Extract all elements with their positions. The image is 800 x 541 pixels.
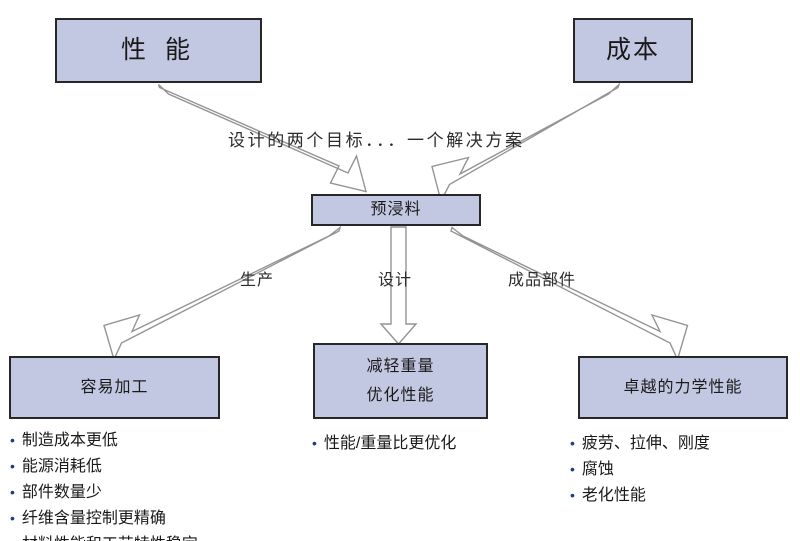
node-mechanical-label: 卓越的力学性能	[623, 378, 743, 396]
edge-label-finished-part: 成品部件	[508, 272, 577, 289]
arrow-prepreg-to-mechanical	[450, 226, 689, 362]
node-mechanical-performance[interactable]: 卓越的力学性能	[578, 356, 788, 419]
bullet-list-easy-process: • 制造成本更低 • 能源消耗低 • 部件数量少 • 纤维含量控制更精确 • 材…	[10, 428, 198, 541]
bullet-icon: •	[312, 435, 317, 451]
bullet-icon: •	[10, 432, 15, 448]
list-item-text: 老化性能	[581, 486, 646, 504]
node-weight-line-1: 减轻重量	[366, 357, 435, 375]
bullet-icon: •	[10, 457, 15, 474]
list-item-text: 能源消耗低	[21, 457, 102, 475]
list-item: • 能源消耗低	[10, 454, 198, 480]
list-item: • 腐蚀	[570, 457, 710, 483]
bullet-icon: •	[10, 537, 15, 541]
list-item-text: 纤维含量控制更精确	[21, 509, 166, 527]
node-weight-line-2: 优化性能	[366, 386, 435, 404]
list-item-text: 部件数量少	[21, 483, 102, 501]
list-item: • 部件数量少	[10, 480, 198, 506]
list-item: • 性能/重量比更优化	[312, 431, 456, 457]
list-item: • 制造成本更低	[10, 428, 198, 454]
bullet-icon: •	[10, 483, 15, 500]
list-item: • 纤维含量控制更精确	[10, 506, 198, 532]
caption-two-goals-one-solution: 设计的两个目标．．．一个解决方案	[228, 131, 525, 150]
node-performance[interactable]: 性 能	[55, 18, 262, 83]
node-prepreg[interactable]: 预浸料	[311, 194, 481, 226]
list-item-text: 材料性能和工艺特性稳定	[22, 532, 198, 541]
node-performance-label: 性 能	[121, 35, 196, 64]
list-item-text: 疲劳、拉伸、刚度	[581, 435, 710, 452]
edge-label-design: 设计	[378, 272, 413, 289]
list-item: • 疲劳、拉伸、刚度	[570, 431, 710, 457]
list-item-text: 腐蚀	[581, 460, 614, 478]
node-cost[interactable]: 成本	[573, 18, 693, 83]
bullet-icon: •	[570, 486, 575, 503]
node-easy-process-label: 容易加工	[80, 378, 149, 396]
node-prepreg-label: 预浸料	[370, 201, 422, 219]
bullet-icon: •	[10, 509, 15, 526]
bullet-icon: •	[570, 435, 575, 451]
list-item: • 材料性能和工艺特性稳定	[10, 532, 198, 541]
arrow-prepreg-to-easy-process	[103, 225, 342, 362]
bullet-icon: •	[570, 460, 575, 477]
bullet-list-weight-reduction: • 性能/重量比更优化	[312, 431, 456, 457]
list-item-text: 性能/重量比更优化	[323, 435, 457, 452]
list-item: • 老化性能	[570, 483, 710, 509]
bullet-list-mechanical-performance: • 疲劳、拉伸、刚度 • 腐蚀 • 老化性能	[570, 431, 710, 509]
node-cost-label: 成本	[605, 35, 660, 64]
list-item-text: 制造成本更低	[21, 432, 118, 449]
node-easy-process[interactable]: 容易加工	[9, 356, 220, 419]
edge-label-production: 生产	[240, 272, 275, 289]
node-weight-reduction[interactable]: 减轻重量 优化性能	[313, 343, 488, 419]
